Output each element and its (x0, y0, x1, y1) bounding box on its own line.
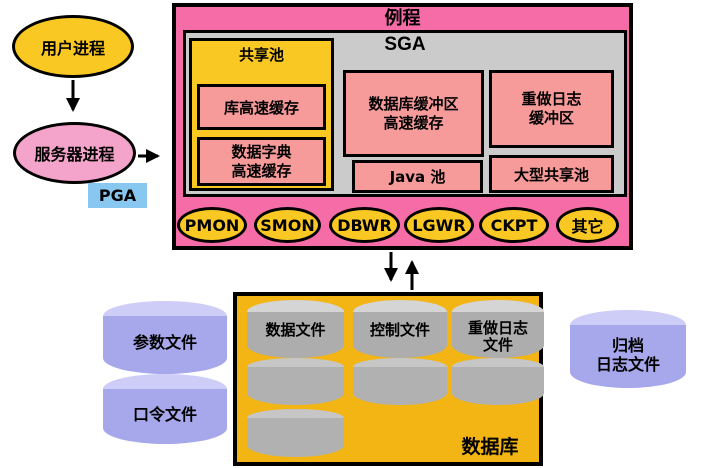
process-label-pmon: PMON (184, 215, 240, 235)
process-label-lgwr: LGWR (412, 215, 466, 235)
password-file-cylinder: 口令文件 (103, 374, 227, 444)
cylinder-body (353, 367, 447, 405)
database-title: 数据库 (445, 432, 535, 459)
library-cache-label: 库高速缓存 (223, 98, 299, 117)
buffer-cache-label: 数据库缓冲区高速缓存 (368, 95, 458, 133)
database-title-text: 数据库 (461, 436, 519, 458)
process-ellipse-lgwr: LGWR (404, 207, 474, 243)
redo-buffer-line1: 重做日志 (521, 90, 582, 108)
redo-log-files-cylinder: 重做日志文件 (452, 300, 544, 358)
data-files-cylinder-2 (247, 358, 344, 405)
library-cache-box: 库高速缓存 (197, 84, 326, 130)
buffer-cache-line1: 数据库缓冲区 (368, 94, 459, 113)
redo-buffer-line2: 缓冲区 (528, 109, 574, 127)
cylinder-body (570, 325, 686, 388)
server-process-ellipse: 服务器进程 (13, 122, 136, 184)
pga-label: PGA (98, 186, 137, 205)
user-process-label: 用户进程 (40, 38, 105, 58)
pga-badge: PGA (88, 183, 147, 208)
shared-pool-title: 共享池 (189, 45, 334, 64)
process-label-dbwr: DBWR (337, 215, 392, 235)
dictionary-cache-label: 数据字典高速缓存 (231, 143, 291, 181)
parameter-file-cylinder: 参数文件 (103, 301, 227, 374)
large-pool-box: 大型共享池 (489, 155, 614, 193)
cylinder-body (247, 312, 344, 358)
password-file-label: 口令文件 (132, 405, 197, 424)
process-label-smon: SMON (260, 215, 315, 235)
redo-log-files-label: 重做日志文件 (452, 320, 544, 354)
redo-log-files-cylinder-2 (452, 358, 544, 405)
process-ellipse-pmon: PMON (177, 207, 247, 243)
java-pool-label: Java 池 (389, 168, 446, 186)
process-label-other: 其它 (571, 217, 604, 236)
parameter-file-label: 参数文件 (132, 333, 197, 352)
dictionary-cache-line2: 高速缓存 (231, 161, 292, 180)
process-ellipse-smon: SMON (254, 207, 321, 243)
sga-title-text: SGA (384, 34, 426, 55)
instance-title: 例程 (172, 6, 633, 29)
process-label-ckpt: CKPT (490, 215, 538, 235)
java-pool-box: Java 池 (352, 160, 483, 193)
process-ellipse-ckpt: CKPT (479, 207, 549, 243)
control-files-label: 控制文件 (369, 321, 430, 339)
process-ellipse-other: 其它 (556, 207, 619, 243)
dictionary-cache-box: 数据字典高速缓存 (197, 137, 326, 186)
data-files-cylinder-3 (247, 409, 344, 457)
sga-title: SGA (183, 34, 627, 55)
archive-line2: 日志文件 (595, 355, 660, 374)
control-files-cylinder: 控制文件 (353, 300, 447, 358)
data-files-cylinder: 数据文件 (247, 300, 344, 358)
cylinder-body (103, 389, 227, 444)
cylinder-body (247, 367, 344, 405)
shared-pool-title-text: 共享池 (238, 45, 284, 64)
control-files-cylinder-2 (353, 358, 447, 405)
process-ellipse-dbwr: DBWR (329, 207, 400, 243)
cylinder-body (103, 316, 227, 374)
cylinder-body (247, 418, 344, 457)
redo-log-buffer-box: 重做日志缓冲区 (489, 70, 614, 148)
user-process-ellipse: 用户进程 (12, 15, 134, 78)
instance-title-text: 例程 (384, 8, 421, 29)
cylinder-body (452, 367, 544, 405)
redo-log-buffer-label: 重做日志缓冲区 (521, 90, 581, 128)
buffer-cache-line2: 高速缓存 (383, 113, 444, 132)
buffer-cache-box: 数据库缓冲区高速缓存 (343, 70, 484, 157)
cylinder-body (353, 312, 447, 358)
server-process-label: 服务器进程 (34, 145, 115, 164)
data-files-label: 数据文件 (265, 321, 326, 339)
redo-files-line1: 重做日志 (467, 319, 528, 337)
archive-line1: 归档 (611, 336, 644, 355)
dictionary-cache-line1: 数据字典 (231, 142, 292, 161)
archive-log-files-cylinder: 归档日志文件 (570, 310, 686, 388)
cylinder-body (452, 312, 544, 358)
large-pool-label: 大型共享池 (513, 165, 589, 184)
redo-files-line2: 文件 (482, 336, 513, 354)
archive-log-files-label: 归档日志文件 (570, 336, 686, 374)
